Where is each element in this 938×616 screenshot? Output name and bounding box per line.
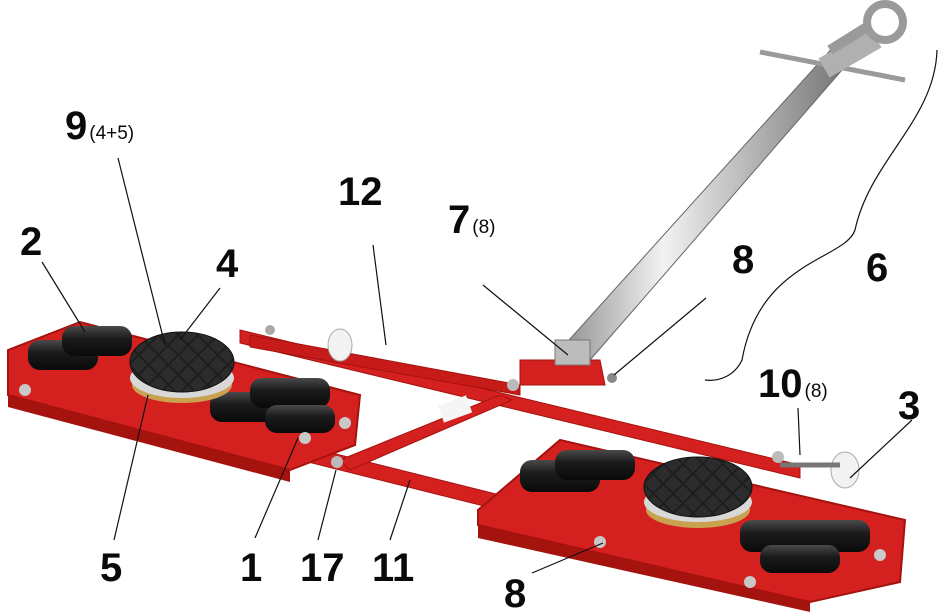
label-8-top: 8	[732, 240, 754, 280]
label-4-number: 4	[216, 242, 239, 286]
label-10: 10(8)	[758, 364, 828, 404]
label-12: 12	[338, 172, 383, 212]
left-rollers	[28, 326, 335, 433]
leader-9	[117, 157, 166, 346]
leader-lines	[41, 49, 938, 574]
guide-wheels	[327, 328, 860, 489]
bolt-icon	[331, 456, 343, 468]
leader-8a	[613, 297, 707, 376]
label-5-number: 5	[100, 546, 123, 590]
left-skate	[7, 320, 362, 482]
label-17: 17	[300, 548, 345, 588]
label-12-number: 12	[338, 170, 383, 214]
label-3: 3	[898, 386, 920, 426]
leader-17	[317, 469, 337, 541]
leader-2	[41, 261, 86, 333]
bolt-icon	[265, 325, 275, 335]
label-7-number: 7	[448, 198, 471, 242]
label-6-number: 6	[866, 246, 889, 290]
leader-11	[389, 479, 411, 541]
label-2: 2	[20, 222, 42, 262]
bolt-icon	[772, 451, 784, 463]
leader-12	[372, 244, 387, 346]
leader-1	[254, 437, 299, 539]
label-5: 5	[100, 548, 122, 588]
label-11: 11	[372, 548, 414, 588]
label-3-number: 3	[898, 384, 921, 428]
label-9-number: 9	[65, 104, 88, 148]
leader-8b	[531, 542, 604, 574]
bolt-icon	[507, 379, 519, 391]
leader-7	[482, 284, 569, 356]
label-10-number: 10	[758, 362, 803, 406]
label-1: 1	[240, 548, 262, 588]
label-6: 6	[866, 248, 888, 288]
leader-5	[113, 394, 149, 541]
right-turntable	[643, 456, 753, 528]
steering-handle	[559, 0, 907, 361]
label-8a-number: 8	[732, 238, 755, 282]
leader-6	[704, 49, 938, 381]
leader-3	[849, 419, 913, 479]
label-4: 4	[216, 244, 238, 284]
label-1-number: 1	[240, 546, 263, 590]
handle-connector	[519, 339, 617, 386]
label-9: 9(4+5)	[65, 106, 134, 146]
leader-4	[179, 287, 221, 341]
label-7: 7(8)	[448, 200, 495, 240]
left-turntable	[129, 331, 235, 403]
label-11-number: 11	[372, 546, 415, 590]
label-2-number: 2	[20, 220, 43, 264]
label-10-sub: (8)	[804, 381, 828, 402]
label-9-sub: (4+5)	[89, 123, 135, 144]
label-7-sub: (8)	[472, 217, 496, 238]
leader-10	[797, 407, 801, 456]
right-skate	[477, 438, 907, 612]
label-8-bottom: 8	[504, 574, 526, 614]
right-rollers	[520, 450, 870, 573]
label-8b-number: 8	[504, 572, 527, 616]
label-17-number: 17	[300, 546, 345, 590]
